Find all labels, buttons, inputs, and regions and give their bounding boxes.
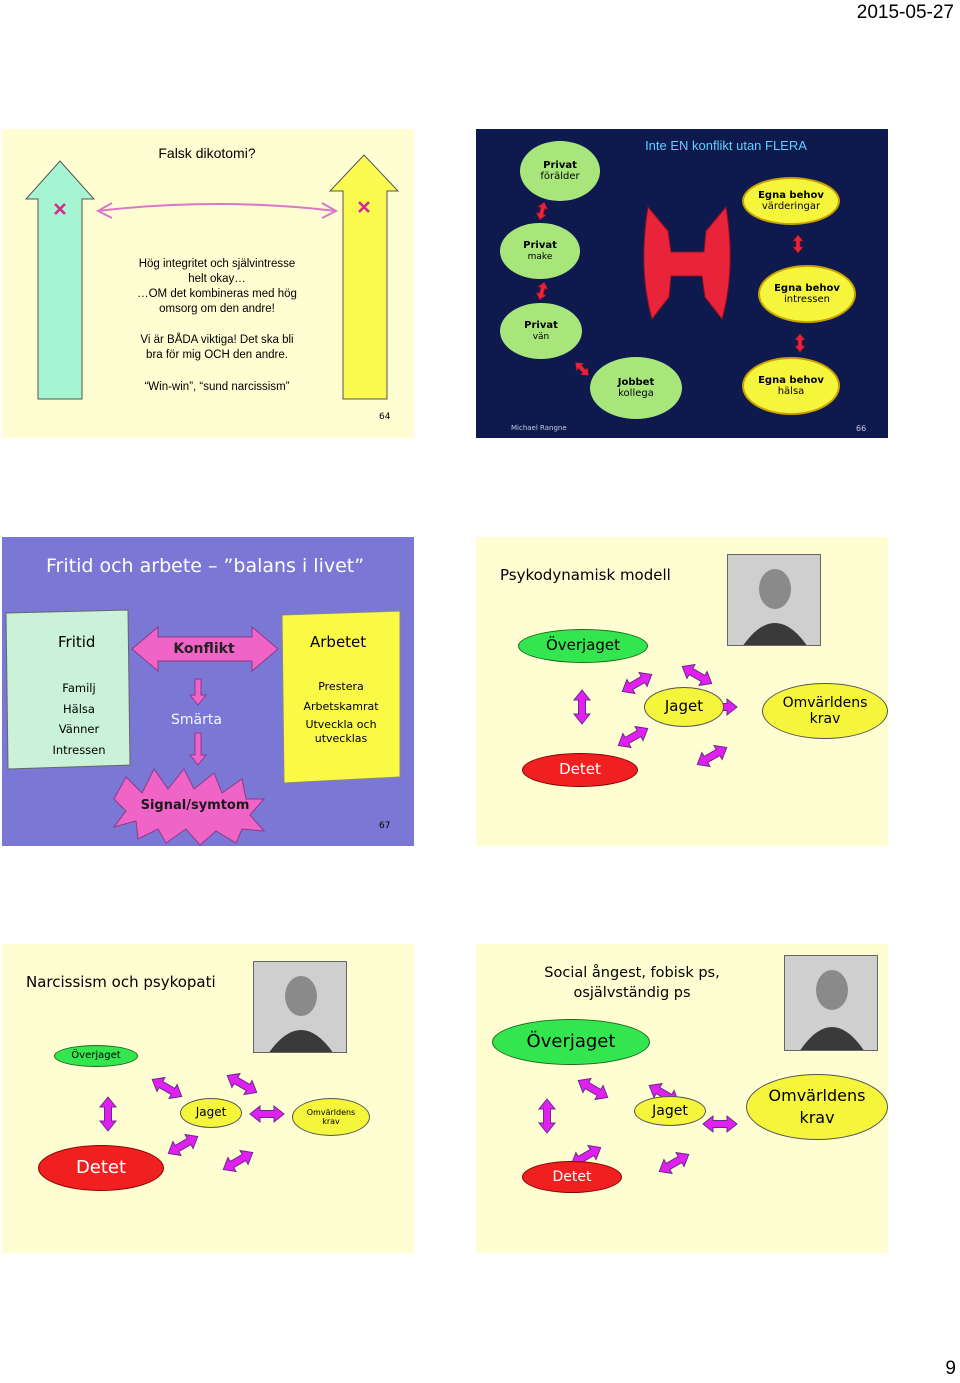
arbetet-item: Arbetskamrat: [303, 700, 379, 713]
arbetet-item: Utveckla och: [305, 718, 377, 731]
oval-omvarldens-krav: Omvärldens krav: [292, 1098, 370, 1136]
node-egna-varderingar: Egna behov värderingar: [742, 177, 840, 225]
slide64-line4: omsorg om den andre!: [159, 303, 275, 315]
oval-detet: Detet: [522, 1161, 622, 1193]
slide67-title: Fritid och arbete – ”balans i livet”: [46, 555, 365, 577]
slide64-line2: helt okay…: [188, 273, 246, 285]
node-privat-make: Privat make: [500, 223, 580, 279]
social-title-line1: Social ångest, fobisk ps,: [544, 965, 720, 981]
slide66-author: Michael Rangne: [511, 424, 567, 432]
page-number: 9: [945, 1358, 956, 1379]
slide-many-conflicts: Inte EN konflikt utan FLERA Privat föräl…: [476, 129, 888, 438]
slide-psychodynamic-model: Psykodynamisk modell Överjaget Jaget Omv…: [476, 537, 888, 846]
fritid-item: Hälsa: [63, 701, 95, 716]
fritid-item: Vänner: [58, 722, 100, 736]
page-date: 2015-05-27: [856, 2, 954, 23]
portrait-photo: [253, 961, 347, 1053]
oval-detet: Detet: [38, 1145, 164, 1191]
slide-work-life-balance: Fritid och arbete – ”balans i livet” Fri…: [2, 537, 414, 846]
fritid-item: Intressen: [52, 742, 106, 757]
slide64-line1: Hög integritet och självintresse: [138, 258, 296, 270]
slide-social-anxiety: Social ångest, fobisk ps, osjälvständig …: [476, 944, 888, 1253]
oval-jaget: Jaget: [644, 687, 724, 727]
node-egna-intressen: Egna behov intressen: [758, 265, 856, 323]
conflict-diagram: [534, 200, 806, 380]
oval-overjaget: Överjaget: [492, 1019, 650, 1065]
slide66-number: 66: [856, 424, 867, 433]
arbetet-item: Prestera: [318, 680, 364, 693]
slide64-winwin: “Win-win”, “sund narcissism”: [144, 381, 290, 393]
label-fritid: Fritid: [58, 633, 96, 651]
portrait-photo: [727, 554, 821, 646]
slide64-line6: bra för mig OCH den andre.: [146, 349, 288, 361]
slide67-number: 67: [379, 821, 391, 831]
fritid-item: Familj: [62, 681, 96, 695]
slide64-line5: Vi är BÅDA viktiga! Det ska bli: [140, 334, 294, 346]
social-title-line2: osjälvständig ps: [573, 985, 691, 1001]
social-title: Social ångest, fobisk ps, osjälvständig …: [532, 963, 732, 1003]
node-privat-van: Privat vän: [500, 303, 582, 359]
node-privat-foralder: Privat förälder: [520, 141, 600, 201]
label-arbetet: Arbetet: [310, 633, 367, 651]
label-konflikt: Konflikt: [173, 641, 235, 657]
label-signal-symtom: Signal/symtom: [140, 798, 250, 813]
slide66-title: Inte EN konflikt utan FLERA: [645, 138, 807, 153]
balance-diagram: [5, 609, 401, 846]
psyko-title: Psykodynamisk modell: [500, 566, 671, 584]
slide64-line3: …OM det kombineras med hög: [137, 288, 297, 300]
node-egna-halsa: Egna behov hälsa: [742, 357, 840, 415]
arbetet-item: utvecklas: [314, 732, 368, 745]
slide-false-dichotomy: Falsk dikotomi? Hög integritet och själv…: [2, 129, 414, 438]
slide64-body: Hög integritet och självintresse helt ok…: [114, 257, 320, 363]
slide-narcissism: Narcissism och psykopati Överjaget Jaget…: [2, 944, 414, 1253]
dichotomy-arrows: [24, 154, 400, 400]
oval-overjaget: Överjaget: [518, 629, 648, 663]
oval-omvarldens-krav: Omvärldens krav: [746, 1074, 888, 1140]
narc-title: Narcissism och psykopati: [26, 973, 216, 991]
portrait-photo: [784, 955, 878, 1051]
oval-omvarldens-krav: Omvärldens krav: [762, 683, 888, 739]
fritid-items: Familj Hälsa Vänner Intressen: [46, 678, 112, 760]
oval-detet: Detet: [522, 753, 638, 787]
oval-jaget: Jaget: [180, 1098, 242, 1128]
label-smarta: Smärta: [171, 712, 222, 728]
oval-jaget: Jaget: [634, 1096, 706, 1126]
oval-overjaget: Överjaget: [54, 1045, 138, 1067]
node-jobbet-kollega: Jobbet kollega: [590, 357, 682, 419]
slide64-title: Falsk dikotomi?: [158, 145, 256, 161]
arbetet-items: Prestera Arbetskamrat Utveckla och utvec…: [292, 678, 390, 746]
slide64-number: 64: [379, 412, 391, 422]
